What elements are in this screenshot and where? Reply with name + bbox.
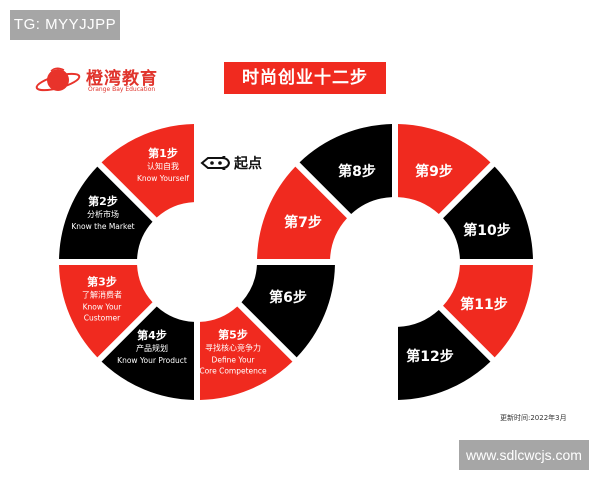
step-title-cn: 了解消费者 bbox=[82, 290, 122, 300]
step-7-segment[interactable] bbox=[257, 166, 347, 260]
step-8-segment[interactable] bbox=[299, 124, 393, 214]
step-4[interactable]: 第4步 产品规划 Know Your Product bbox=[117, 328, 187, 366]
watermark-bottom: www.sdlcwcjs.com bbox=[459, 440, 589, 470]
step-title-cn: 寻找核心竞争力 bbox=[204, 343, 261, 353]
logo-name-cn: 橙湾教育 bbox=[86, 69, 158, 89]
step-number: 第3步 bbox=[87, 275, 117, 289]
step-2-segment[interactable] bbox=[59, 166, 153, 260]
step-title-en: Define Your bbox=[211, 355, 255, 365]
watermark-top: TG: MYYJJPP bbox=[10, 10, 120, 40]
step-11[interactable]: 第11步 bbox=[460, 296, 507, 314]
start-marker: 起点 bbox=[200, 153, 262, 173]
step-title-en: Know Your Product bbox=[117, 356, 187, 365]
step-2[interactable]: 第2步 分析市场 Know the Market bbox=[71, 194, 134, 232]
step-number: 第2步 bbox=[88, 195, 118, 208]
step-title-en: Know the Market bbox=[71, 222, 135, 231]
step-9-segment[interactable] bbox=[397, 124, 491, 214]
step-number: 第11步 bbox=[460, 297, 508, 313]
rocket-icon bbox=[200, 156, 230, 170]
step-title-cn: 认知自我 bbox=[146, 162, 179, 171]
step-title-en-2: Core Competence bbox=[199, 366, 267, 376]
page-title: 时尚创业十二步 bbox=[224, 62, 386, 94]
step-12[interactable]: 第12步 bbox=[406, 348, 453, 366]
step-5-segment[interactable] bbox=[199, 306, 293, 400]
step-number: 第6步 bbox=[269, 290, 307, 306]
step-8[interactable]: 第8步 bbox=[338, 163, 376, 181]
step-6[interactable]: 第6步 bbox=[269, 289, 307, 307]
step-number: 第7步 bbox=[284, 215, 322, 231]
start-label: 起点 bbox=[234, 156, 262, 172]
planet-icon bbox=[35, 67, 81, 92]
step-title-en-2: Customer bbox=[83, 313, 121, 323]
step-5[interactable]: 第5步 寻找核心竞争力 Define Your Core Competence bbox=[199, 328, 266, 377]
step-title-cn: 分析市场 bbox=[86, 210, 119, 219]
step-9[interactable]: 第9步 bbox=[415, 163, 453, 181]
step-10[interactable]: 第10步 bbox=[463, 222, 510, 240]
step-number: 第4步 bbox=[137, 329, 167, 342]
step-3-segment[interactable] bbox=[59, 264, 153, 358]
step-11-segment[interactable] bbox=[443, 264, 533, 358]
step-number: 第9步 bbox=[415, 164, 453, 180]
step-number: 第8步 bbox=[338, 164, 376, 180]
step-1[interactable]: 第1步 认知自我 Know Yourself bbox=[137, 146, 189, 184]
step-title-cn: 产品规划 bbox=[136, 344, 168, 353]
step-number: 第5步 bbox=[218, 328, 248, 342]
step-4-segment[interactable] bbox=[101, 306, 195, 400]
step-title-en: Know Your bbox=[82, 302, 122, 312]
step-3[interactable]: 第3步 了解消费者 Know Your Customer bbox=[82, 275, 122, 324]
step-10-segment[interactable] bbox=[443, 166, 533, 260]
update-time: 更新时间:2022年3月 bbox=[500, 414, 567, 422]
logo: 橙湾教育 Orange Bay Education bbox=[34, 62, 164, 102]
step-number: 第12步 bbox=[406, 349, 454, 365]
step-7[interactable]: 第7步 bbox=[284, 214, 322, 232]
step-12-segment[interactable] bbox=[397, 310, 491, 400]
step-1-segment[interactable] bbox=[101, 124, 195, 218]
step-number: 第1步 bbox=[148, 147, 178, 160]
step-number: 第10步 bbox=[463, 223, 511, 239]
step-title-en: Know Yourself bbox=[136, 174, 190, 183]
step-6-segment[interactable] bbox=[241, 264, 335, 358]
logo-name-en: Orange Bay Education bbox=[88, 86, 156, 93]
